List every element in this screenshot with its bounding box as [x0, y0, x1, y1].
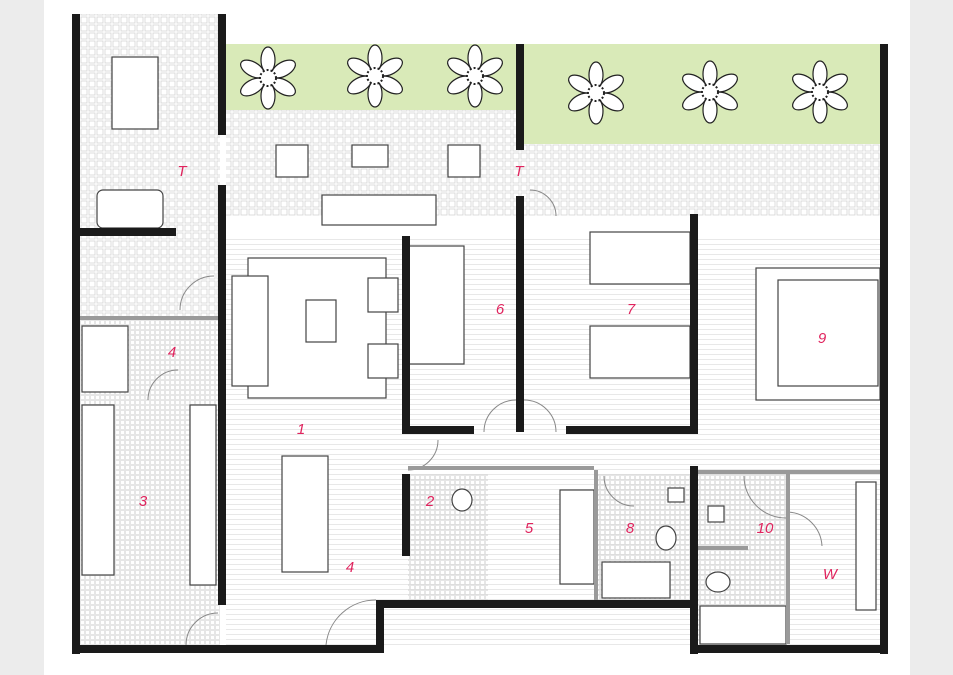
room-label-bedroom-6: 6 — [496, 301, 505, 318]
door-swing-icon — [185, 612, 219, 646]
room-label-hall-entry: 4 — [168, 344, 176, 361]
wall — [880, 44, 888, 654]
coffee-table-icon — [351, 144, 389, 168]
door-swing-icon — [147, 369, 179, 401]
room-label-wardrobe: W — [823, 566, 839, 583]
door-swing-icon — [523, 399, 557, 433]
wall — [218, 14, 226, 135]
door-swing-icon — [179, 275, 215, 311]
wall — [72, 645, 382, 653]
door-swing-icon — [603, 475, 635, 507]
door-swing-icon — [483, 399, 517, 433]
partition — [698, 546, 748, 550]
door-swing-icon — [529, 189, 557, 217]
coffee-table-icon — [305, 299, 337, 343]
door-swing-icon — [787, 511, 823, 547]
bathtub-icon — [601, 561, 671, 599]
kitchen-cabinet-icon — [81, 325, 129, 393]
room-label-corridor: 5 — [525, 520, 534, 537]
wall — [690, 645, 888, 653]
wall — [690, 466, 698, 654]
wall — [402, 474, 410, 556]
bed-icon — [407, 245, 465, 365]
sink-icon — [707, 505, 725, 523]
kitchen-island-icon — [189, 404, 217, 586]
terrace-sofa-icon — [321, 194, 437, 226]
partition — [698, 470, 880, 474]
armchair-icon — [447, 144, 481, 178]
wc-floor — [408, 474, 488, 600]
shower-icon — [699, 605, 787, 645]
room-label-terrace-right: T — [514, 163, 525, 180]
armchair-icon — [275, 144, 309, 178]
wall — [402, 426, 474, 434]
room-label-bathroom-10: 10 — [757, 520, 774, 537]
room-label-hall-dining: 4 — [346, 559, 354, 576]
wall — [566, 426, 698, 434]
armchair-icon — [367, 277, 399, 313]
terrace-chair-icon — [96, 189, 164, 229]
wall — [402, 236, 410, 434]
room-label-wc: 2 — [425, 493, 435, 510]
wall — [516, 44, 524, 150]
kitchen-counter-icon — [81, 404, 115, 576]
toilet-icon — [655, 525, 677, 551]
partition — [408, 466, 594, 470]
bed-icon — [589, 325, 691, 379]
wall — [376, 600, 384, 653]
room-label-terrace-left: T — [177, 163, 188, 180]
wall — [690, 214, 698, 432]
toilet-icon — [451, 488, 473, 512]
wall — [80, 228, 176, 236]
wall — [218, 185, 226, 605]
partition — [594, 470, 598, 600]
room-label-bedroom-7: 7 — [627, 301, 636, 318]
wall — [72, 14, 80, 654]
sofa-icon — [231, 275, 269, 387]
bench-icon — [559, 489, 595, 585]
door-swing-icon — [743, 475, 787, 519]
wall — [376, 600, 698, 608]
partition — [80, 316, 220, 320]
room-label-kitchen: 3 — [139, 493, 148, 510]
door-swing-icon — [325, 599, 377, 646]
room-label-bathroom-8: 8 — [626, 520, 635, 537]
sink-icon — [667, 487, 685, 503]
bed-icon — [589, 231, 691, 285]
partition — [786, 474, 790, 644]
dining-table-icon — [281, 455, 329, 573]
bed-icon — [777, 279, 879, 387]
terrace-table-icon — [111, 56, 159, 130]
armchair-icon — [367, 343, 399, 379]
wall — [516, 196, 524, 432]
room-label-bedroom-9: 9 — [818, 330, 827, 347]
room-label-living: 1 — [297, 421, 305, 438]
toilet-icon — [705, 571, 731, 593]
wardrobe-rail-icon — [855, 481, 877, 611]
